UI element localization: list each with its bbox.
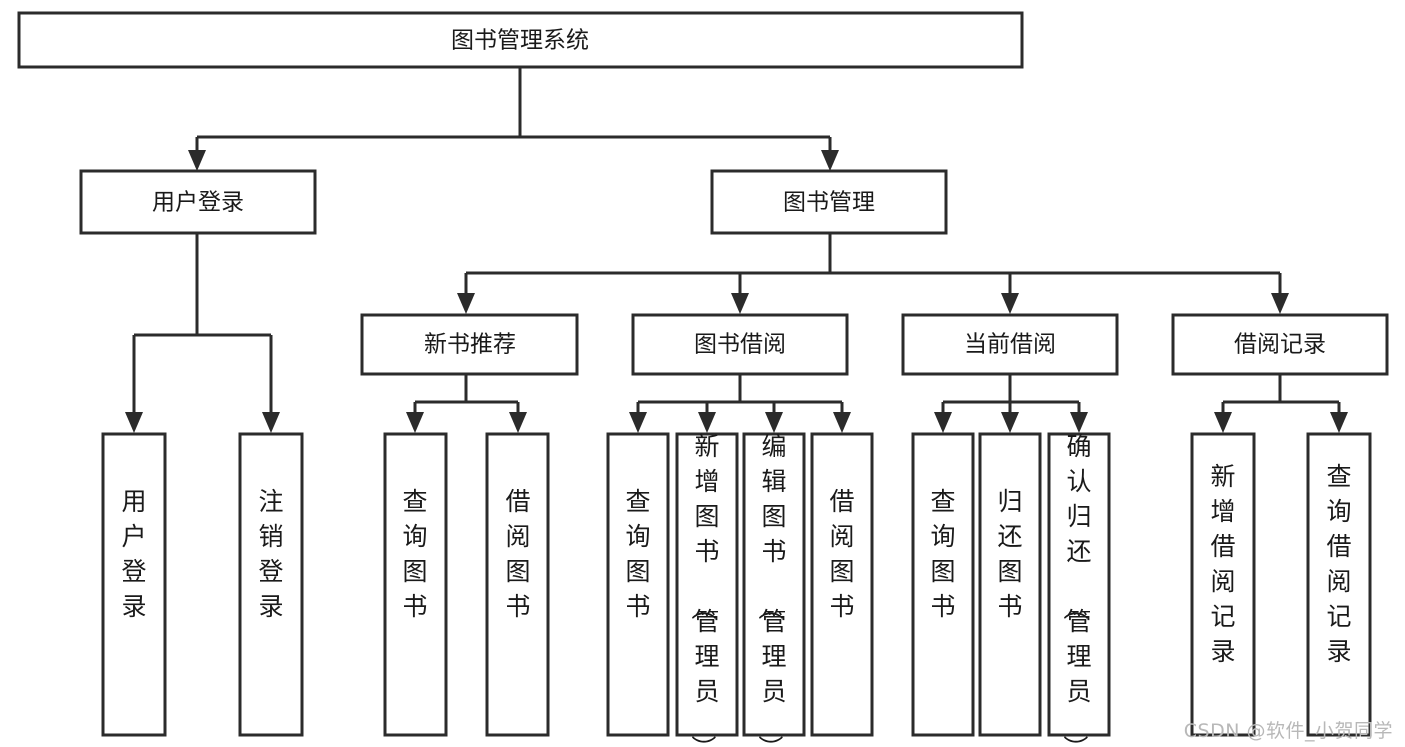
leaf-node-bb-edit-book-box[interactable] [742,432,806,737]
leaf-node-user-login-logout[interactable]: 注销登录 [238,432,304,737]
leaf-node-cb-confirm-return-box[interactable] [1047,432,1111,737]
leaf-node-cb-return-book-box[interactable] [978,432,1042,737]
node-new-book-recommend-label: 新书推荐 [424,332,516,358]
leaf-node-user-login-login-label: 用户登录 [121,487,146,621]
leaf-node-bb-edit-book-label: 编辑图书（管理员） [755,432,786,747]
node-book-management-box[interactable] [710,169,948,235]
leaf-node-bb-edit-book[interactable]: 编辑图书（管理员） [742,432,806,747]
arrow-head-current-borrow [1001,293,1019,314]
leaf-node-nbr-query-book[interactable]: 查询图书 [383,432,448,737]
leaf-node-nbr-borrow-book[interactable]: 借阅图书 [485,432,550,737]
arrow-head-borrow-record [1271,293,1289,314]
connector-group-book-mgmt [457,233,1289,314]
leaf-node-bb-add-book-box[interactable] [675,432,739,737]
arrow-head-bb-leaf-3 [765,412,783,433]
leaf-node-cb-query-book-box[interactable] [911,432,975,737]
node-root-system-label: 图书管理系统 [451,28,589,54]
leaf-node-bb-query-book-box[interactable] [606,432,670,737]
connector-group-book-borrow [629,375,851,433]
leaf-node-bb-borrow-book-label: 借阅图书 [829,487,854,621]
node-borrow-record-box[interactable] [1171,313,1389,376]
leaf-node-cb-query-book-label: 查询图书 [930,487,955,621]
leaf-node-bb-query-book[interactable]: 查询图书 [606,432,670,737]
arrow-head-bb-leaf-1 [629,412,647,433]
node-current-borrow-label: 当前借阅 [964,332,1056,358]
node-user-login-label: 用户登录 [152,190,244,216]
arrow-head-br-leaf-1 [1214,412,1232,433]
leaf-node-cb-confirm-return[interactable]: 确认归还（管理员） [1047,432,1111,747]
connector-group-current-borrow [934,375,1088,433]
node-new-book-recommend-box[interactable] [360,313,579,376]
leaf-node-bb-borrow-book-box[interactable] [810,432,874,737]
node-borrow-record-label: 借阅记录 [1234,332,1326,358]
arrow-head-br-leaf-2 [1330,412,1348,433]
leaf-node-nbr-borrow-book-label: 借阅图书 [505,487,530,621]
connector-group-borrow-record [1214,375,1348,433]
arrow-head-book-mgmt [821,150,839,171]
node-user-login[interactable]: 用户登录 [79,169,317,235]
arrow-head-nbr-leaf-2 [509,412,527,433]
node-book-borrow-label: 图书借阅 [694,332,786,358]
leaf-node-user-login-logout-label: 注销登录 [258,487,283,621]
arrow-head-user-login [188,150,206,171]
leaf-node-cb-return-book[interactable]: 归还图书 [978,432,1042,737]
leaf-node-br-add-record-box[interactable] [1190,432,1256,737]
leaf-node-br-query-record[interactable]: 查询借阅记录 [1306,432,1372,737]
node-book-borrow-box[interactable] [631,313,849,376]
leaf-node-br-query-record-label: 查询借阅记录 [1326,462,1351,666]
arrow-head-new-book-recommend [457,293,475,314]
leaf-node-bb-borrow-book[interactable]: 借阅图书 [810,432,874,737]
leaf-node-nbr-borrow-book-box[interactable] [485,432,550,737]
node-root-system-box[interactable] [17,11,1024,69]
arrow-head-bb-leaf-4 [833,412,851,433]
node-root-system[interactable]: 图书管理系统 [17,11,1024,69]
leaf-node-bb-query-book-label: 查询图书 [625,487,650,621]
leaf-node-user-login-logout-box[interactable] [238,432,304,737]
leaf-node-br-add-record[interactable]: 新增借阅记录 [1190,432,1256,737]
node-user-login-box[interactable] [79,169,317,235]
arrow-head-leaf-user-login-1 [125,412,143,433]
leaf-node-br-add-record-label: 新增借阅记录 [1210,462,1235,666]
leaf-node-cb-confirm-return-label: 确认归还（管理员） [1060,432,1091,747]
leaf-node-bb-add-book[interactable]: 新增图书（管理员） [675,432,739,747]
leaf-node-user-login-login-box[interactable] [101,432,167,737]
node-book-management-label: 图书管理 [783,190,875,216]
node-book-borrow[interactable]: 图书借阅 [631,313,849,376]
node-new-book-recommend[interactable]: 新书推荐 [360,313,579,376]
leaf-node-cb-query-book[interactable]: 查询图书 [911,432,975,737]
leaf-node-nbr-query-book-label: 查询图书 [402,487,427,621]
leaf-node-br-query-record-box[interactable] [1306,432,1372,737]
arrow-head-book-borrow [731,293,749,314]
connector-group-new-book-recommend [406,375,527,433]
leaf-node-user-login-login[interactable]: 用户登录 [101,432,167,737]
arrow-head-cb-leaf-2 [1001,412,1019,433]
arrow-head-leaf-user-login-2 [262,412,280,433]
arrow-head-bb-leaf-2 [698,412,716,433]
node-current-borrow-box[interactable] [901,313,1119,376]
arrow-head-cb-leaf-3 [1070,412,1088,433]
leaf-node-nbr-query-book-box[interactable] [383,432,448,737]
connector-group-user-login [125,233,280,433]
leaf-node-cb-return-book-label: 归还图书 [997,487,1022,621]
arrow-head-nbr-leaf-1 [406,412,424,433]
leaf-node-bb-add-book-label: 新增图书（管理员） [688,432,719,747]
arrow-head-cb-leaf-1 [934,412,952,433]
connector-group-root [188,67,839,171]
node-borrow-record[interactable]: 借阅记录 [1171,313,1389,376]
node-current-borrow[interactable]: 当前借阅 [901,313,1119,376]
node-book-management[interactable]: 图书管理 [710,169,948,235]
